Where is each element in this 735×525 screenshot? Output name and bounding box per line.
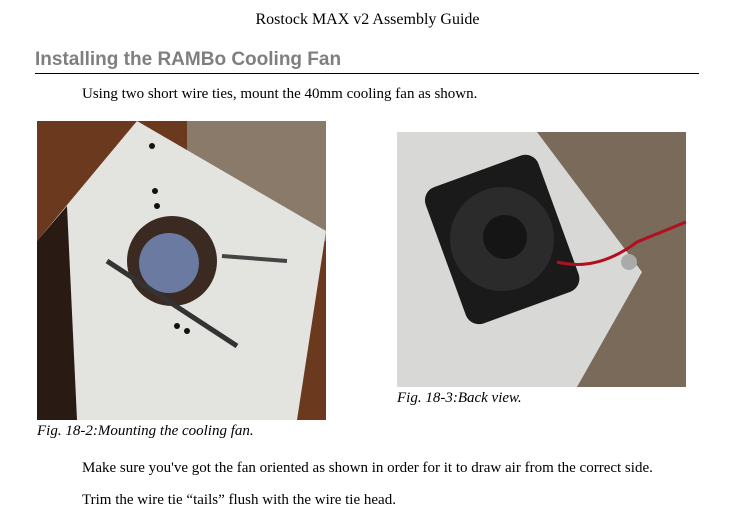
figure-back-view-photo [397, 132, 686, 387]
paragraph-orientation: Make sure you've got the fan oriented as… [82, 460, 653, 476]
paragraph-intro: Using two short wire ties, mount the 40m… [82, 86, 478, 102]
figure-mounting-photo [37, 121, 326, 420]
paragraph-trim: Trim the wire tie “tails” flush with the… [82, 492, 396, 508]
heading-rule [35, 73, 699, 74]
page-header: Rostock MAX v2 Assembly Guide [255, 11, 480, 28]
figure-caption-mounting: Fig. 18-2:Mounting the cooling fan. [37, 423, 254, 439]
section-heading: Installing the RAMBo Cooling Fan [35, 49, 342, 70]
figure-caption-back-view: Fig. 18-3:Back view. [397, 390, 522, 406]
